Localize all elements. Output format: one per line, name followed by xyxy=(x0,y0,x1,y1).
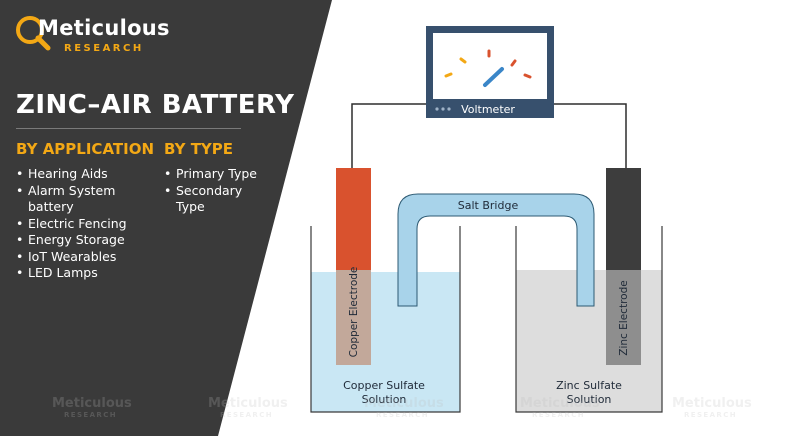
voltmeter: Voltmeter xyxy=(426,26,554,118)
copper-sulfate-label-line1: Copper Sulfate xyxy=(343,379,425,392)
zinc-sulfate-label-line2: Solution xyxy=(567,393,612,406)
salt-bridge-label: Salt Bridge xyxy=(458,199,519,212)
logo-subname: RESEARCH xyxy=(64,43,144,54)
left-wire xyxy=(351,103,426,168)
right-beaker xyxy=(515,226,663,413)
voltmeter-dial-icon xyxy=(444,49,532,87)
zinc-sulfate-label-line1: Zinc Sulfate xyxy=(556,379,622,392)
copper-electrode-label: Copper Electrode xyxy=(348,267,360,358)
list-item: Electric Fencing xyxy=(16,216,146,233)
salt-bridge: Salt Bridge xyxy=(397,193,595,307)
left-beaker xyxy=(310,226,461,413)
watermark: Meticulous RESEARCH xyxy=(364,396,444,419)
watermark: Meticulous RESEARCH xyxy=(208,396,288,419)
watermark: Meticulous RESEARCH xyxy=(672,396,752,419)
watermark: Meticulous RESEARCH xyxy=(52,396,132,419)
magnifier-logo-icon xyxy=(16,16,51,51)
zinc-electrode-label: Zinc Electrode xyxy=(618,280,630,355)
list-item: Hearing Aids xyxy=(16,166,146,183)
page-title: ZINC–AIR BATTERY xyxy=(16,90,295,120)
list-item: Alarm System battery xyxy=(16,183,146,216)
voltmeter-label: Voltmeter xyxy=(461,103,515,116)
logo-name: Meticulous xyxy=(38,16,170,40)
list-item: Secondary Type xyxy=(164,183,274,216)
title-divider xyxy=(16,128,241,129)
application-list: Hearing Aids Alarm System battery Electr… xyxy=(16,166,146,282)
list-item: LED Lamps xyxy=(16,265,146,282)
copper-sulfate-label-line2: Solution xyxy=(362,393,407,406)
by-type-heading: BY TYPE xyxy=(164,140,234,158)
zinc-electrode: Zinc Electrode xyxy=(606,168,641,365)
list-item: Primary Type xyxy=(164,166,274,183)
type-list: Primary Type Secondary Type xyxy=(164,166,274,216)
brand-logo: Meticulous RESEARCH xyxy=(14,12,174,62)
by-application-heading: BY APPLICATION xyxy=(16,140,155,158)
watermark: Meticulous RESEARCH xyxy=(520,396,600,419)
copper-sulfate-solution xyxy=(311,272,460,412)
copper-electrode: Copper Electrode xyxy=(336,168,371,365)
right-wire xyxy=(554,103,627,168)
list-item: IoT Wearables xyxy=(16,249,146,266)
list-item: Energy Storage xyxy=(16,232,146,249)
